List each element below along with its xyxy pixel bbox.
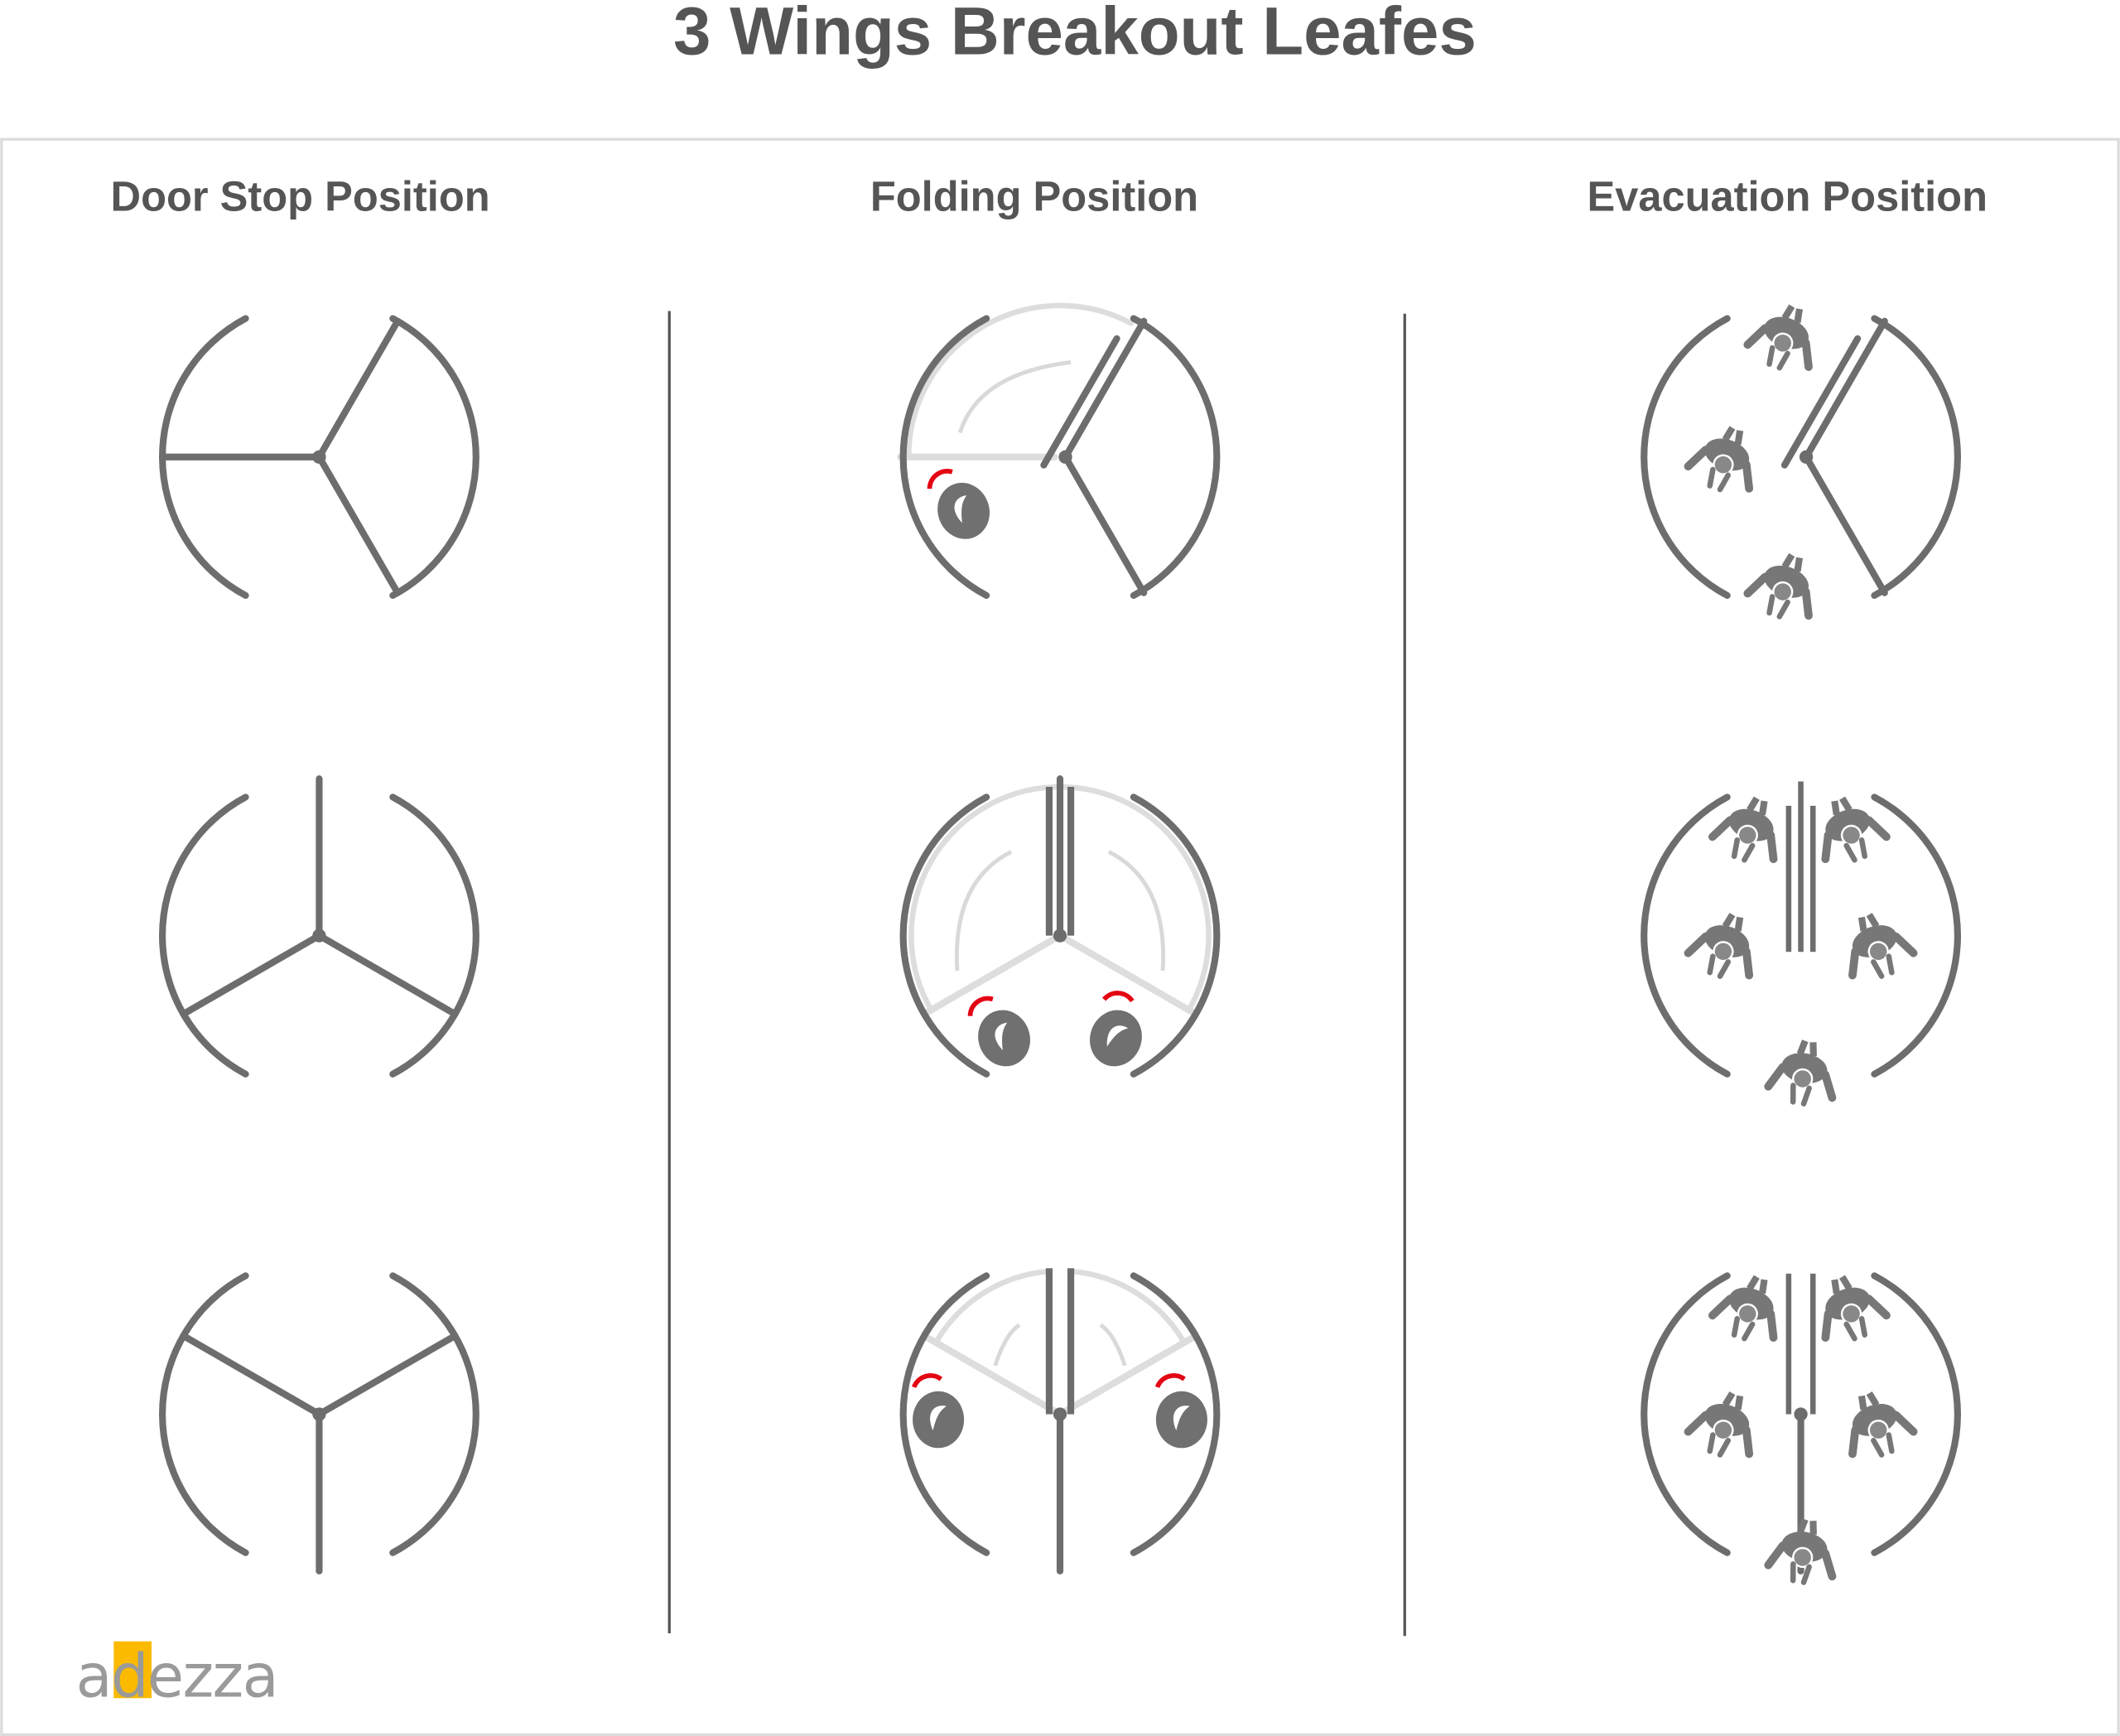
push-indicator-icon [927,468,953,489]
door-drawings [159,302,1961,1585]
person-icon [1684,913,1754,980]
door-wing [1062,453,1148,596]
drum-wall-left [159,793,249,1078]
person-icon [1743,304,1813,371]
logo-text: adezza [76,1642,277,1711]
door-wing [316,453,402,596]
person-icon [1684,426,1754,493]
diagram-frame [0,137,2120,1736]
ghost-wing-path [932,1268,1051,1346]
door-wing [1062,317,1148,461]
push-indicator-icon [1102,991,1135,1003]
push-indicator-icon [912,1372,943,1389]
drum-wall-right [1871,1272,1961,1556]
rotation-arrow-icon [993,1323,1021,1367]
pivot-hub [1053,928,1067,943]
person-icon [1743,552,1813,620]
page-title: 3 Wings Breakout Leafes [673,0,1477,69]
pivot-hub [1799,450,1814,464]
drum-wall-left [159,1272,249,1556]
door-wing [1040,335,1120,469]
person-icon [1821,796,1891,864]
drum-wall-left [899,793,990,1078]
pivot-hub [1058,450,1072,464]
pivot-hub [312,1407,326,1421]
ghost-wing-path [1069,1268,1188,1346]
adezza-logo: adezza [76,1641,279,1711]
person-icon [1764,1039,1837,1107]
drum-wall-right [1871,793,1961,1078]
person-icon [1848,1391,1918,1459]
drum-wall-left [1641,793,1731,1078]
rotation-arrow-icon [954,850,1013,972]
push-indicator-icon [1154,1372,1186,1389]
drum-wall-right [389,1272,479,1556]
person-pushing-icon [927,468,990,539]
rotation-arrow-icon [1107,850,1166,972]
pivot-hub [312,450,326,464]
person-icon [1684,1391,1754,1459]
door-wing [1056,932,1200,1018]
door-wing [920,932,1064,1018]
door-wing [180,932,323,1018]
drum-wall-left [899,315,990,600]
drum-wall-right [389,793,479,1078]
pivot-hub [1053,1407,1067,1421]
person-pushing-icon [967,996,1030,1067]
door-wing [920,1332,1064,1418]
rotation-arrow-icon [1099,1323,1127,1367]
drum-wall-left [899,1272,990,1556]
column-heading-folding: Folding Position [870,173,1198,220]
drum-wall-right [389,315,479,600]
drum-wall-left [1641,315,1731,600]
person-icon [1764,1518,1837,1585]
door-wing [316,317,402,461]
door-wing [1803,453,1888,596]
door-wing [1780,335,1862,469]
person-pushing-icon [912,1372,965,1449]
person-icon [1821,1275,1891,1342]
door-wing [316,932,459,1018]
ghost-wing-path [908,784,1063,1013]
ghost-wing-path [905,302,1135,461]
push-indicator-icon [967,996,994,1016]
column-heading-door-stop: Door Stop Position [111,173,490,220]
drum-wall-right [1871,315,1961,600]
person-icon [1848,913,1918,980]
logo-accent-block [113,1641,152,1699]
drum-wall-right [1130,1272,1221,1556]
door-wing [1803,317,1888,461]
person-pushing-icon [1090,991,1142,1067]
door-wing [316,1332,459,1418]
drum-wall-right [1130,315,1221,600]
ghost-wing-path [1057,784,1212,1013]
door-wing [180,1332,323,1418]
person-icon [1708,796,1778,864]
pivot-hub [1794,1407,1808,1421]
rotation-arrow-icon [957,360,1072,434]
person-pushing-icon [1154,1372,1207,1449]
drum-wall-left [1641,1272,1731,1556]
person-icon [1708,1275,1778,1342]
column-heading-evacuation: Evacuation Position [1587,173,1988,220]
pivot-hub [312,928,326,943]
door-wing [1056,1332,1200,1418]
drum-wall-right [1130,793,1221,1078]
